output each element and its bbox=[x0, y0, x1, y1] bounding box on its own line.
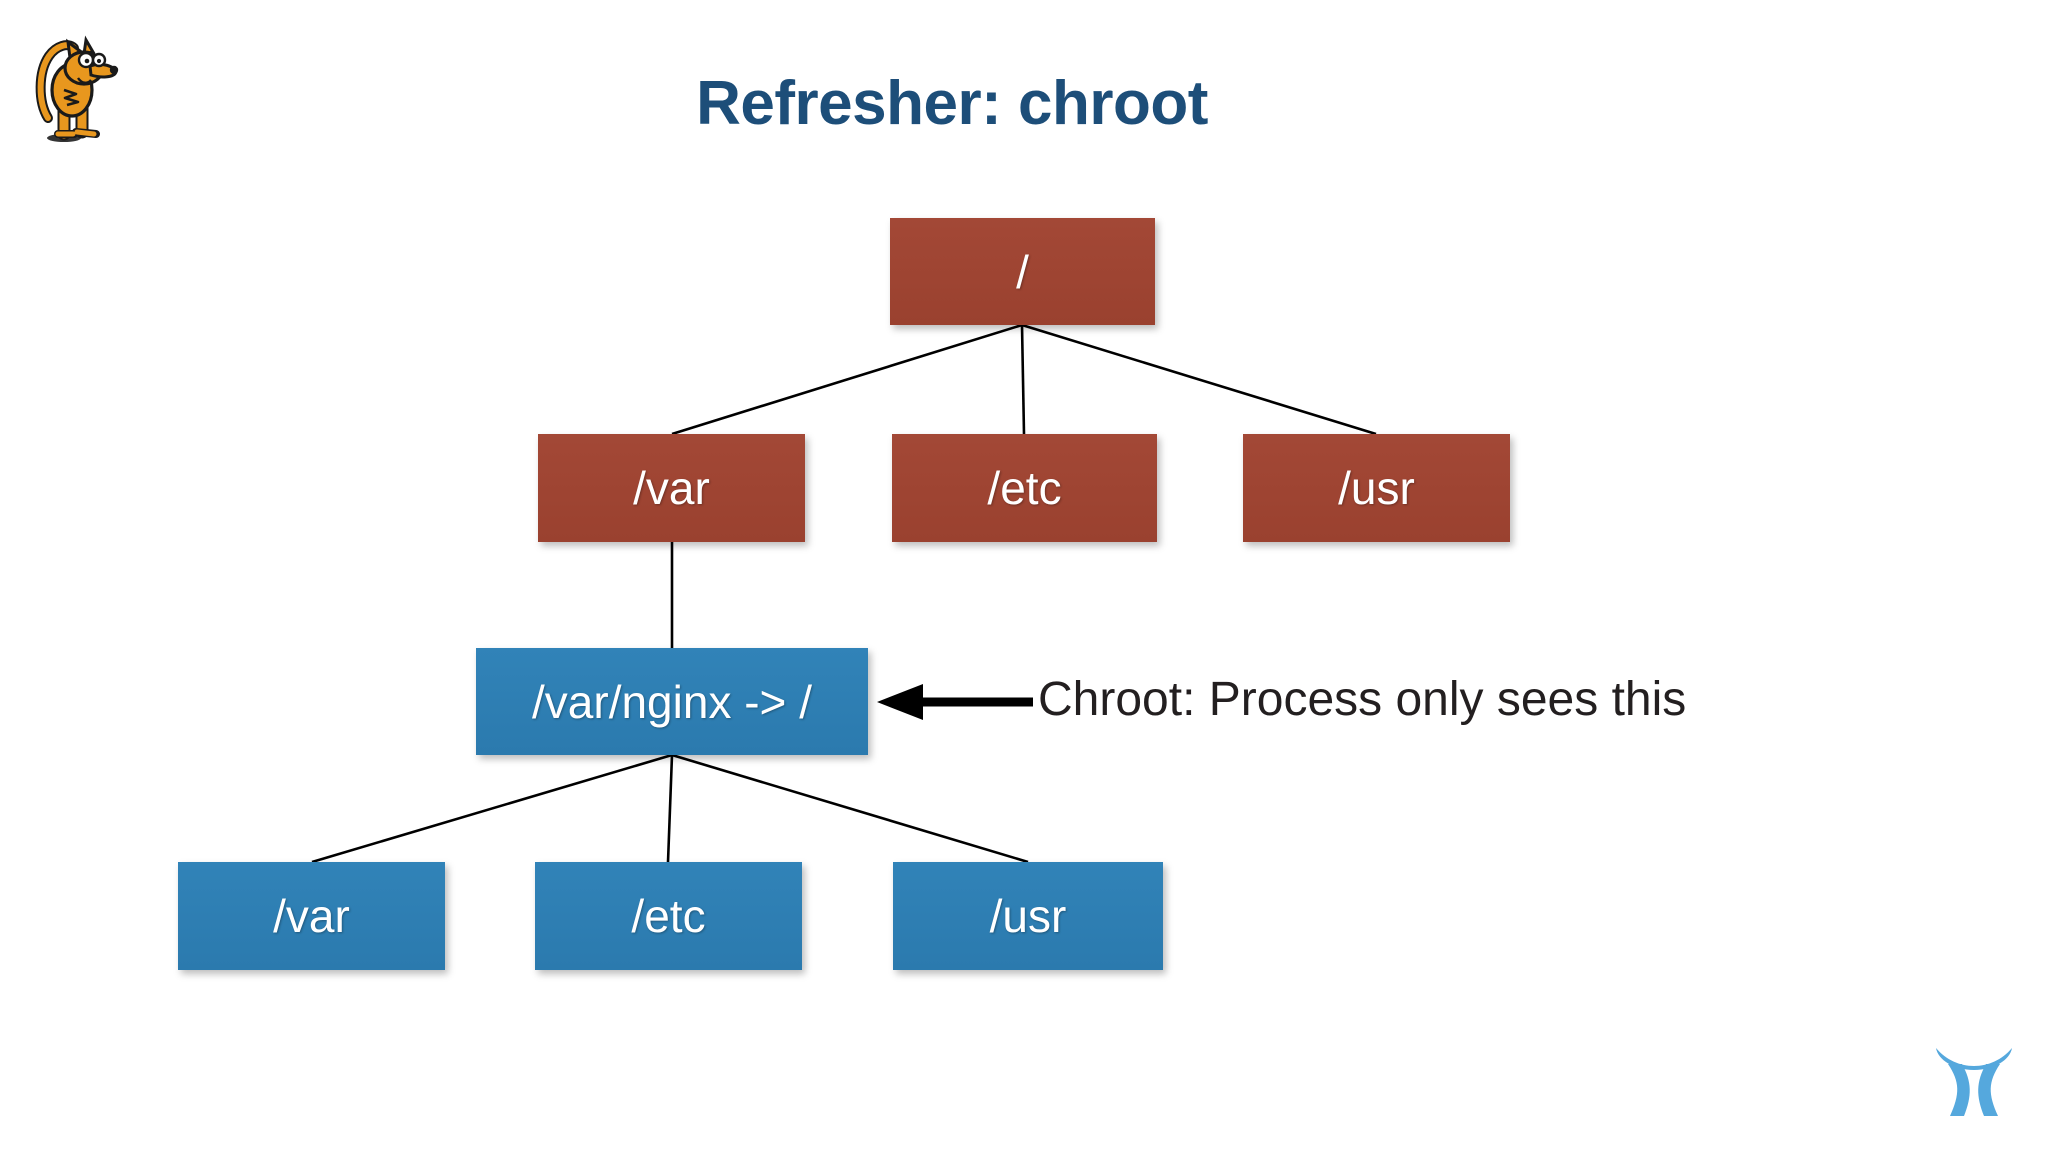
node-label: / bbox=[1016, 245, 1029, 298]
edge-chroot-to-usr bbox=[671, 753, 1029, 864]
node-host-usr[interactable]: /usr bbox=[1243, 434, 1510, 542]
node-host-root[interactable]: / bbox=[890, 218, 1155, 325]
node-label: /var bbox=[273, 890, 350, 942]
node-label: /etc bbox=[631, 890, 706, 942]
node-chroot-etc[interactable]: /etc bbox=[535, 862, 802, 970]
annotation-label: Chroot: Process only sees this bbox=[1038, 673, 1687, 726]
edge-chroot-to-var bbox=[311, 753, 673, 864]
node-label: /usr bbox=[1338, 462, 1415, 514]
page-title: Refresher: chroot bbox=[0, 68, 2048, 139]
edge-chroot-to-etc bbox=[666, 754, 674, 863]
edge-root-to-usr bbox=[1021, 323, 1377, 436]
node-label: /var bbox=[633, 462, 710, 514]
edge-root-to-etc bbox=[1020, 324, 1026, 435]
left-arrow-icon bbox=[877, 684, 1033, 720]
node-host-var[interactable]: /var bbox=[538, 434, 805, 542]
x-arc-logo-svg bbox=[1936, 1048, 2012, 1116]
x-arc-logo-icon bbox=[1930, 1038, 2022, 1122]
node-chroot-usr[interactable]: /usr bbox=[893, 862, 1163, 970]
node-label: /etc bbox=[987, 462, 1062, 514]
node-label: /usr bbox=[989, 890, 1067, 942]
orange-dog-mascot-icon bbox=[34, 18, 124, 146]
page-title-text: Refresher: chroot bbox=[696, 69, 1208, 138]
orange-dog-mascot-svg bbox=[35, 35, 119, 142]
edge-root-to-var bbox=[671, 323, 1023, 436]
node-label: /var/nginx -> / bbox=[532, 675, 812, 728]
node-chroot-var[interactable]: /var bbox=[178, 862, 445, 970]
node-host-etc[interactable]: /etc bbox=[892, 434, 1157, 542]
node-chroot-root[interactable]: /var/nginx -> / bbox=[476, 648, 868, 755]
